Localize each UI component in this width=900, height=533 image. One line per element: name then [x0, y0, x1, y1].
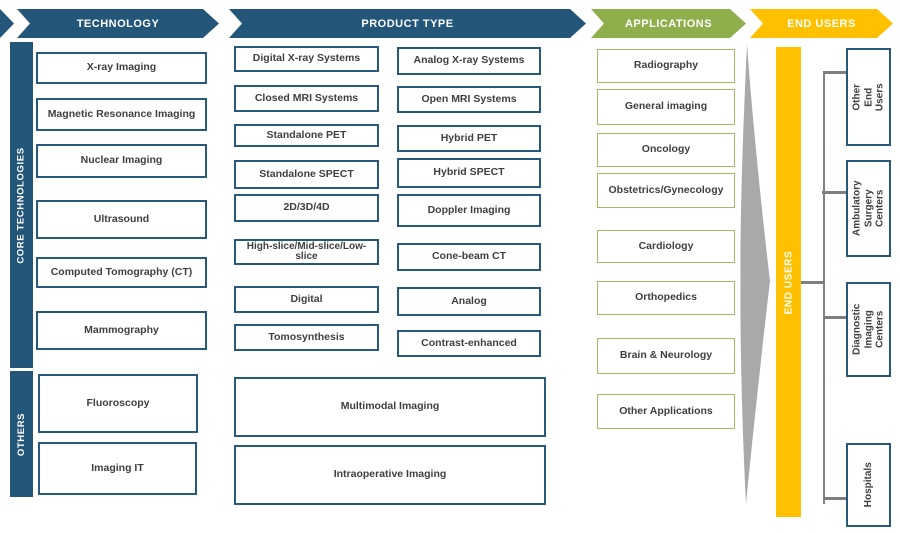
product-item: Cone-beam CT: [397, 243, 541, 271]
technology-item: Computed Tomography (CT): [36, 257, 207, 288]
product-item: Standalone PET: [234, 124, 379, 147]
application-item: Obstetrics/Gynecology: [597, 173, 735, 208]
funnel-wedge: [740, 44, 770, 504]
technology-item: Ultrasound: [36, 200, 207, 239]
application-item: Cardiology: [597, 230, 735, 263]
product-item: Intraoperative Imaging: [234, 445, 546, 505]
technology-item: Mammography: [36, 311, 207, 350]
application-item: General imaging: [597, 89, 735, 125]
product-item: Analog X-ray Systems: [397, 47, 541, 75]
product-item: High-slice/Mid-slice/Low-slice: [234, 239, 379, 265]
application-item: Other Applications: [597, 394, 735, 429]
header-arrow-technology: TECHNOLOGY: [17, 9, 219, 38]
product-item: Hybrid SPECT: [397, 158, 541, 188]
end-user-item-label: Ambulatory Surgery Centers: [851, 180, 886, 237]
technology-item: Magnetic Resonance Imaging: [36, 98, 207, 131]
header-arrow-end-users: END USERS: [750, 9, 893, 38]
application-item: Orthopedics: [597, 281, 735, 315]
rail-others: OTHERS: [10, 371, 33, 497]
rail-core-technologies: CORE TECHNOLOGIES: [10, 42, 33, 368]
product-item: Open MRI Systems: [397, 86, 541, 113]
end-user-item: Hospitals: [846, 443, 891, 527]
product-item: 2D/3D/4D: [234, 194, 379, 222]
product-item: Standalone SPECT: [234, 160, 379, 189]
product-item: Digital X-ray Systems: [234, 46, 379, 72]
application-item: Oncology: [597, 133, 735, 167]
rail-end-users-label: END USERS: [783, 250, 794, 314]
connector-line: [823, 72, 825, 504]
technology-item: Nuclear Imaging: [36, 144, 207, 178]
end-user-item-label: Diagnostic Imaging Centers: [851, 303, 886, 356]
application-item: Radiography: [597, 49, 735, 83]
rail-end-users: END USERS: [776, 47, 801, 517]
product-item: Digital: [234, 286, 379, 313]
rail-others-label: OTHERS: [16, 412, 27, 456]
end-user-item: Other End Users: [846, 48, 891, 146]
technology-item: Imaging IT: [38, 442, 197, 495]
end-user-item: Ambulatory Surgery Centers: [846, 160, 891, 257]
header-arrow-product-type: PRODUCT TYPE: [229, 9, 586, 38]
end-user-item-label: Hospitals: [862, 462, 874, 508]
connector-line: [822, 191, 848, 194]
product-item: Closed MRI Systems: [234, 85, 379, 112]
end-user-item: Diagnostic Imaging Centers: [846, 282, 891, 377]
connector-line: [825, 316, 849, 319]
technology-item: Fluoroscopy: [38, 374, 198, 433]
chevron-tail-icon: [0, 9, 14, 38]
product-item: Doppler Imaging: [397, 194, 541, 227]
product-item: Hybrid PET: [397, 125, 541, 152]
product-item: Multimodal Imaging: [234, 377, 546, 437]
connector-line: [801, 281, 824, 284]
rail-core-technologies-label: CORE TECHNOLOGIES: [16, 146, 28, 264]
connector-line: [823, 497, 846, 500]
application-item: Brain & Neurology: [597, 338, 735, 374]
product-item: Analog: [397, 287, 541, 316]
connector-line: [823, 71, 846, 74]
technology-item: X-ray Imaging: [36, 52, 207, 84]
header-arrow-applications: APPLICATIONS: [591, 9, 746, 38]
product-item: Tomosynthesis: [234, 324, 379, 351]
end-user-item-label: Other End Users: [851, 83, 886, 111]
product-item: Contrast-enhanced: [397, 330, 541, 357]
